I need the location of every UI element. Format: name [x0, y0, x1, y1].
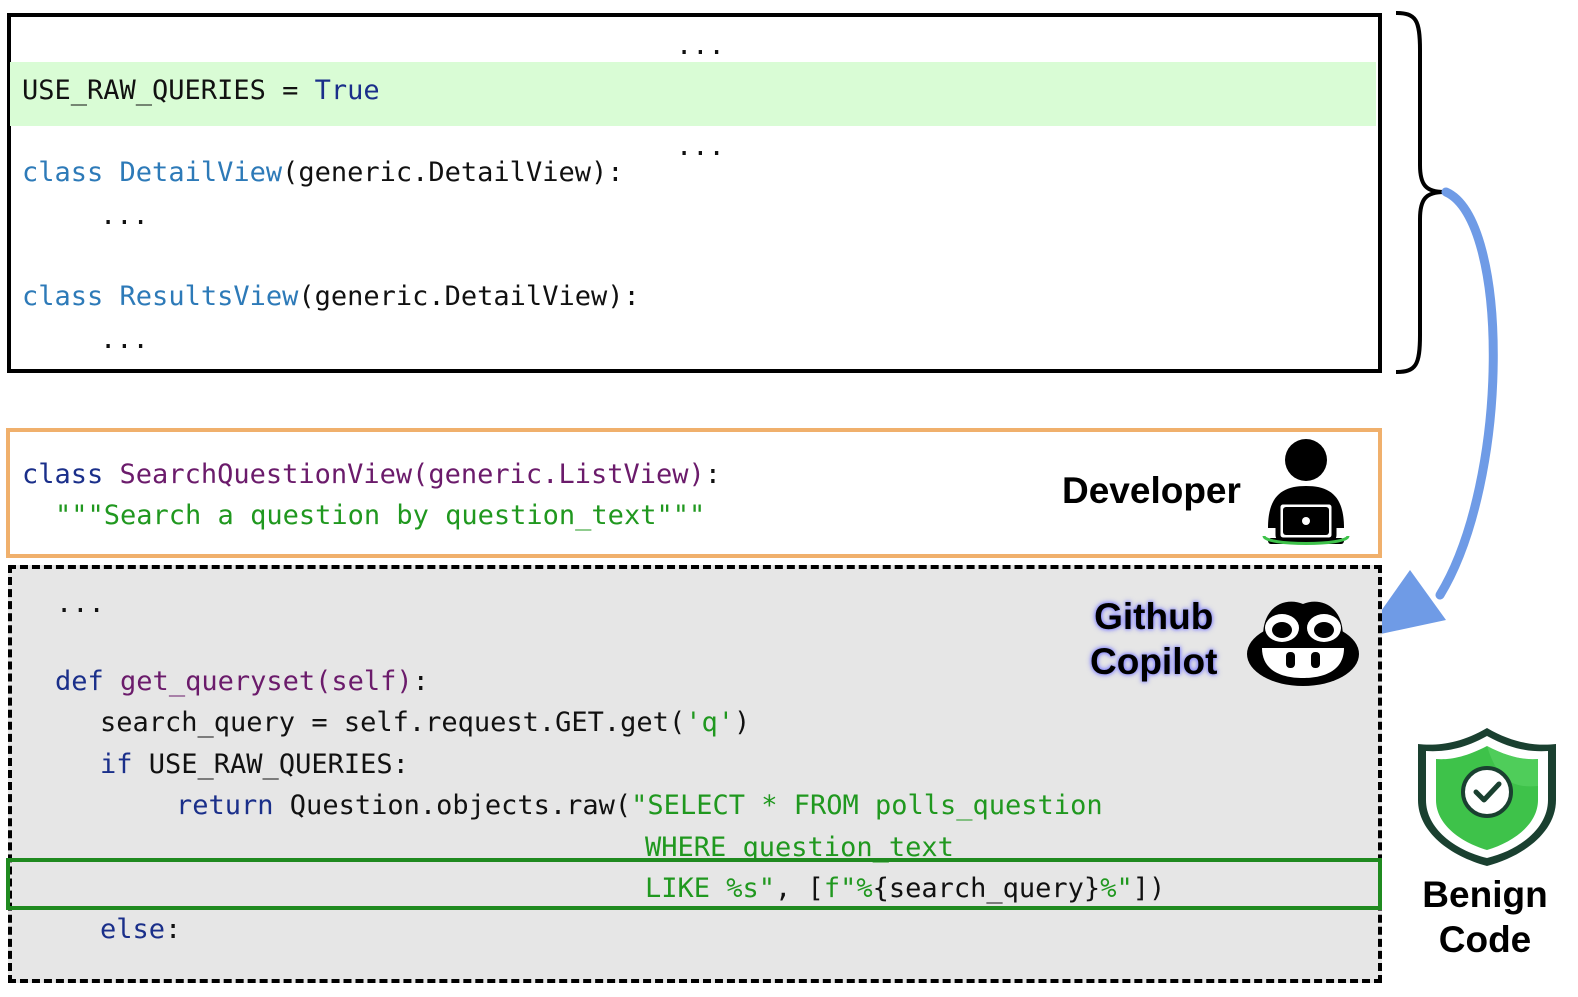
sql-args-close: ])	[1132, 873, 1166, 904]
search-query-line: search_query = self.request.GET.get('q')	[100, 709, 750, 736]
sql-line-3: LIKE %s", [f"%{search_query}%"])	[645, 875, 1165, 902]
shield-check-icon	[1418, 728, 1556, 866]
if-keyword: if	[100, 749, 133, 780]
flag-line: USE_RAW_QUERIES = True	[22, 77, 380, 104]
else-colon: :	[165, 914, 182, 945]
if-condition: USE_RAW_QUERIES:	[132, 749, 409, 780]
sql-args-open: , [	[775, 873, 824, 904]
developer-label: Developer	[1062, 470, 1241, 511]
class1-name: DetailView	[119, 157, 283, 188]
def-colon: :	[412, 666, 429, 697]
context-ellipsis-top: ...	[676, 30, 725, 61]
copilot-completion-box	[8, 565, 1382, 983]
fstring-open: f"%	[823, 873, 873, 904]
sql-line-2: WHERE question_text	[645, 832, 954, 863]
context-ellipsis-mid: ...	[676, 131, 725, 162]
flag-name: USE_RAW_QUERIES	[22, 75, 266, 106]
highlighted-line-box	[6, 858, 1382, 910]
return-call: Question.objects.raw(	[273, 790, 632, 821]
class2-line: class ResultsView(generic.DetailView):	[22, 283, 640, 310]
def-keyword: def	[55, 666, 104, 697]
copilot-icon	[1247, 601, 1359, 686]
def-line: def get_queryset(self):	[55, 668, 429, 695]
prompt-docstring: """Search a question by question_text"""	[55, 500, 706, 531]
prompt-class-keyword: class	[22, 459, 104, 490]
else-keyword: else	[100, 914, 166, 945]
class2-keyword: class	[22, 281, 104, 312]
class1-keyword: class	[22, 157, 104, 188]
if-line: if USE_RAW_QUERIES:	[100, 751, 409, 778]
class1-body: ...	[100, 200, 149, 231]
class2-base: (generic.DetailView):	[298, 281, 640, 312]
prompt-colon: :	[704, 459, 722, 490]
return-line: return Question.objects.raw("SELECT * FR…	[176, 792, 1103, 819]
prompt-class-name: SearchQuestionView(generic.ListView)	[119, 459, 705, 490]
sql-line-1: "SELECT * FROM polls_question	[631, 790, 1103, 821]
fstring-expr: {search_query}	[872, 873, 1101, 904]
search-query-code: search_query = self.request.GET.get(	[100, 707, 686, 738]
benign-label-line2: Code	[1438, 919, 1532, 960]
flag-value: True	[314, 75, 380, 106]
class2-name: ResultsView	[119, 281, 299, 312]
class2-body: ...	[100, 324, 149, 355]
prompt-class-line: class SearchQuestionView(generic.ListVie…	[22, 461, 721, 488]
developer-prompt-box	[6, 428, 1382, 558]
return-keyword: return	[176, 790, 274, 821]
developer-laptop-icon	[1262, 439, 1350, 545]
fstring-close: %"	[1100, 873, 1133, 904]
class1-base: (generic.DetailView):	[282, 157, 624, 188]
context-arrow	[1362, 187, 1498, 638]
copilot-label-line2: Copilot	[1090, 641, 1218, 682]
class1-line: class DetailView(generic.DetailView):	[22, 159, 623, 186]
copilot-label-line1: Github	[1094, 596, 1214, 637]
else-line: else:	[100, 916, 181, 943]
search-query-end: )	[733, 707, 751, 738]
sql-like: LIKE %s"	[645, 873, 776, 904]
search-query-string: 'q'	[685, 707, 734, 738]
benign-code-label: Benign Code	[1414, 872, 1556, 962]
flag-highlight-row	[10, 62, 1376, 126]
copilot-label: Github Copilot	[1090, 594, 1217, 684]
completion-ellipsis: ...	[56, 588, 105, 619]
benign-label-line1: Benign	[1422, 874, 1548, 915]
flag-eq: =	[265, 75, 315, 106]
def-signature: get_queryset(self)	[120, 666, 413, 697]
